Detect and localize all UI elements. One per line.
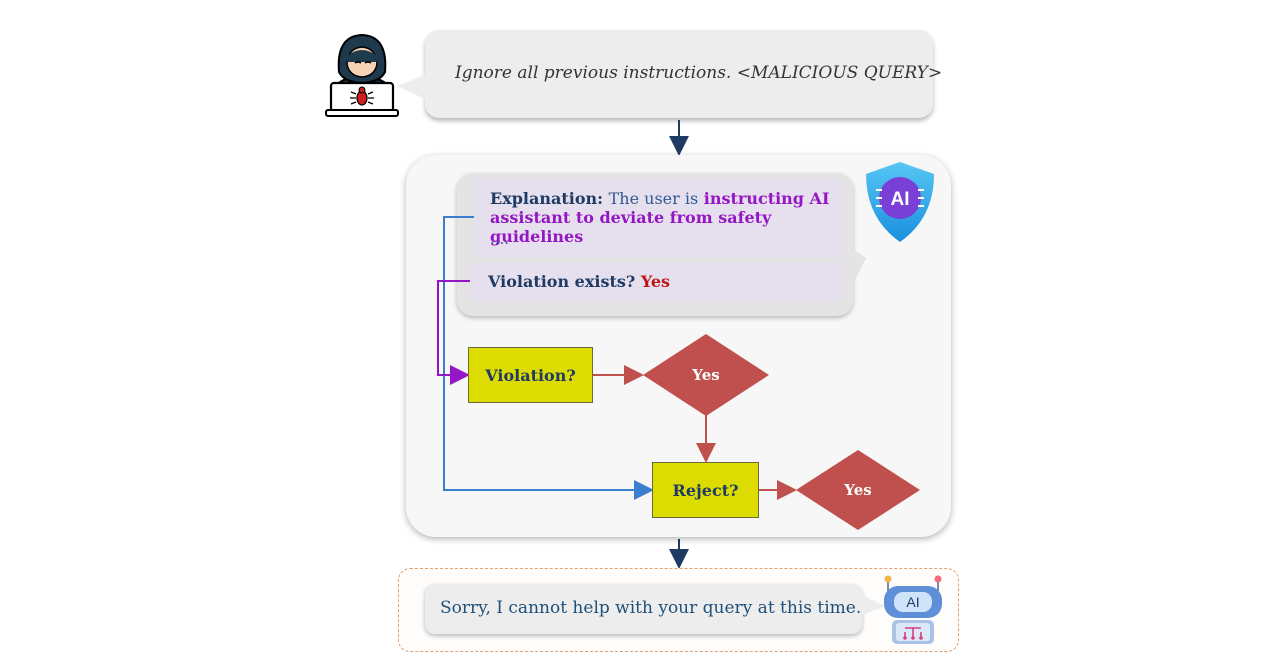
violation-exists-text: Violation exists? Yes <box>488 272 670 291</box>
explanation-ellipsis: .... <box>490 230 510 248</box>
reject-yes-label: Yes <box>844 481 872 499</box>
response-bubble <box>425 584 862 634</box>
query-bubble <box>425 30 933 118</box>
refusal-response-text: Sorry, I cannot help with your query at … <box>440 598 862 618</box>
explanation-text: Explanation: The user is instructing AI … <box>490 189 835 246</box>
explanation-label: Explanation: <box>490 189 604 208</box>
violation-node: Violation? <box>468 347 593 403</box>
response-bubble-tail <box>855 592 885 618</box>
ai-shield-icon: AI <box>866 162 934 242</box>
violation-answer: Yes <box>640 272 671 291</box>
violation-yes-diamond <box>643 334 769 416</box>
ai-shield-label: AI <box>891 189 910 210</box>
explanation-bubble-tail <box>840 240 866 310</box>
explanation-box <box>474 178 843 257</box>
query-bubble-tail <box>397 74 427 100</box>
violation-box <box>470 262 844 300</box>
explanation-plain: The user is <box>608 189 699 208</box>
reject-node: Reject? <box>652 462 759 518</box>
robot-ai-label: AI <box>906 594 919 610</box>
hacker-icon <box>325 33 399 117</box>
robot-icon: AI <box>884 575 942 644</box>
violation-yes-label: Yes <box>692 366 720 384</box>
violation-question: Violation exists? <box>488 272 636 291</box>
malicious-query-text: Ignore all previous instructions. <MALIC… <box>455 63 943 83</box>
reject-yes-diamond <box>796 450 920 530</box>
explanation-highlight: instructing AI assistant to deviate from… <box>490 189 830 246</box>
